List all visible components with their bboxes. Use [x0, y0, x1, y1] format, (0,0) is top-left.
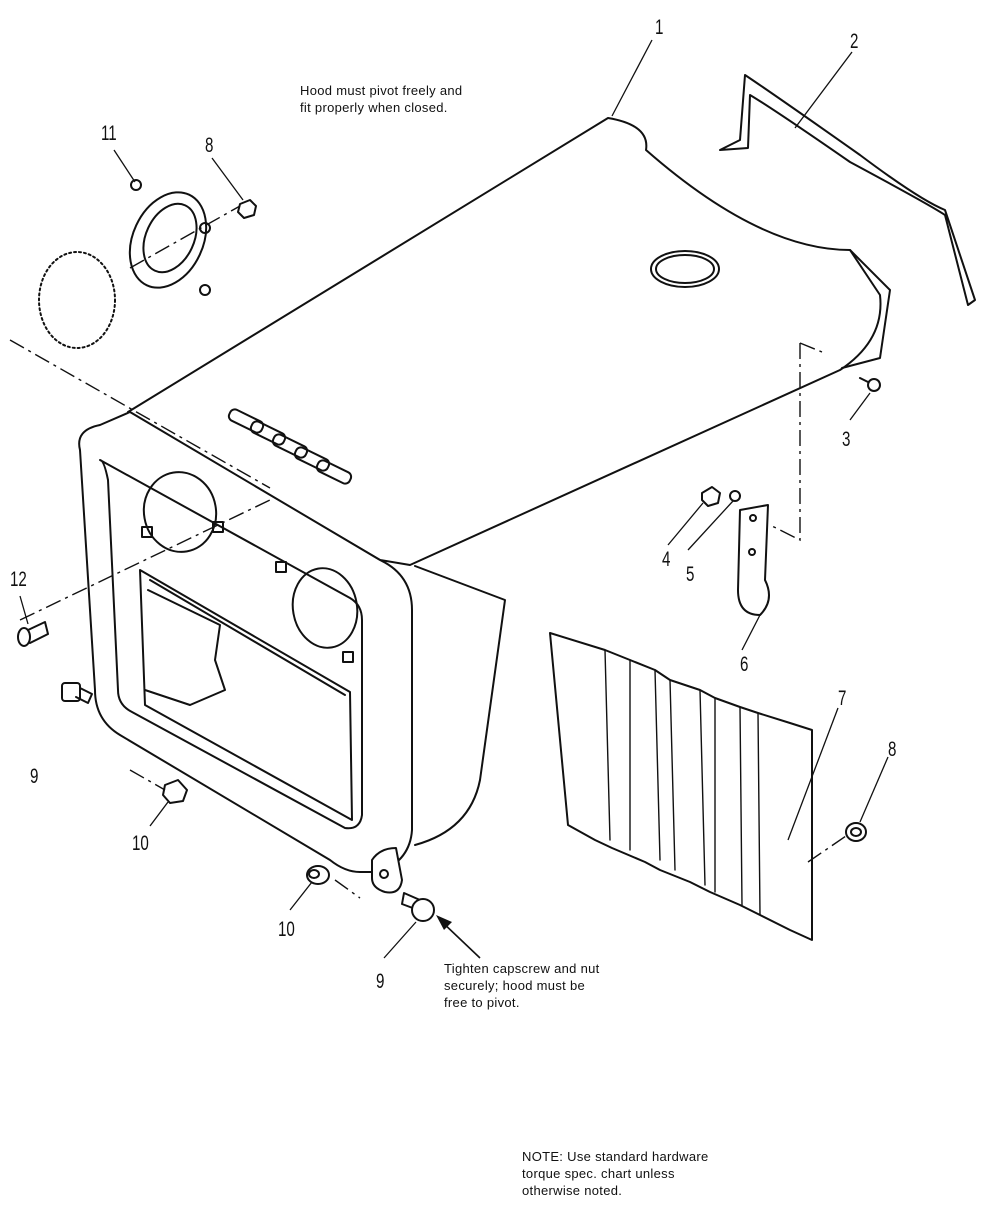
capscrew-note: Tighten capscrew and nut securely; hood …	[444, 961, 600, 1010]
hood-vent-louvers	[227, 408, 353, 485]
callout-3: 3	[842, 428, 851, 451]
callout-8-top: 8	[205, 134, 214, 157]
pivot-note: Hood must pivot freely and fit properly …	[300, 83, 463, 115]
side-panel	[549, 632, 813, 941]
callout-6: 6	[740, 653, 749, 676]
callout-4: 4	[662, 548, 671, 571]
callout-1: 1	[655, 16, 664, 39]
callout-7: 7	[838, 687, 847, 710]
callout-12: 12	[10, 568, 27, 591]
hood-assembly	[78, 117, 891, 894]
headlight-bezel	[128, 179, 211, 296]
callout-11: 11	[101, 122, 117, 145]
callout-5: 5	[686, 563, 695, 586]
callout-10-left: 10	[132, 832, 149, 855]
callout-8-right: 8	[888, 738, 897, 761]
fuel-cap-opening	[650, 250, 720, 288]
callout-2: 2	[850, 30, 859, 53]
alignment-lines	[9, 205, 847, 899]
headlamp-lens	[38, 251, 116, 349]
hardware-note: NOTE: Use standard hardware torque spec.…	[522, 1149, 709, 1198]
pivot-pointer-arrow	[436, 915, 481, 959]
callout-9-left: 9	[30, 765, 39, 788]
leader-lines	[19, 39, 889, 959]
callout-9-bottom: 9	[376, 970, 385, 993]
callout-10-bottom: 10	[278, 918, 295, 941]
hardware	[17, 199, 881, 922]
latch-bracket	[737, 504, 770, 616]
hood-support-bracket	[719, 74, 976, 306]
